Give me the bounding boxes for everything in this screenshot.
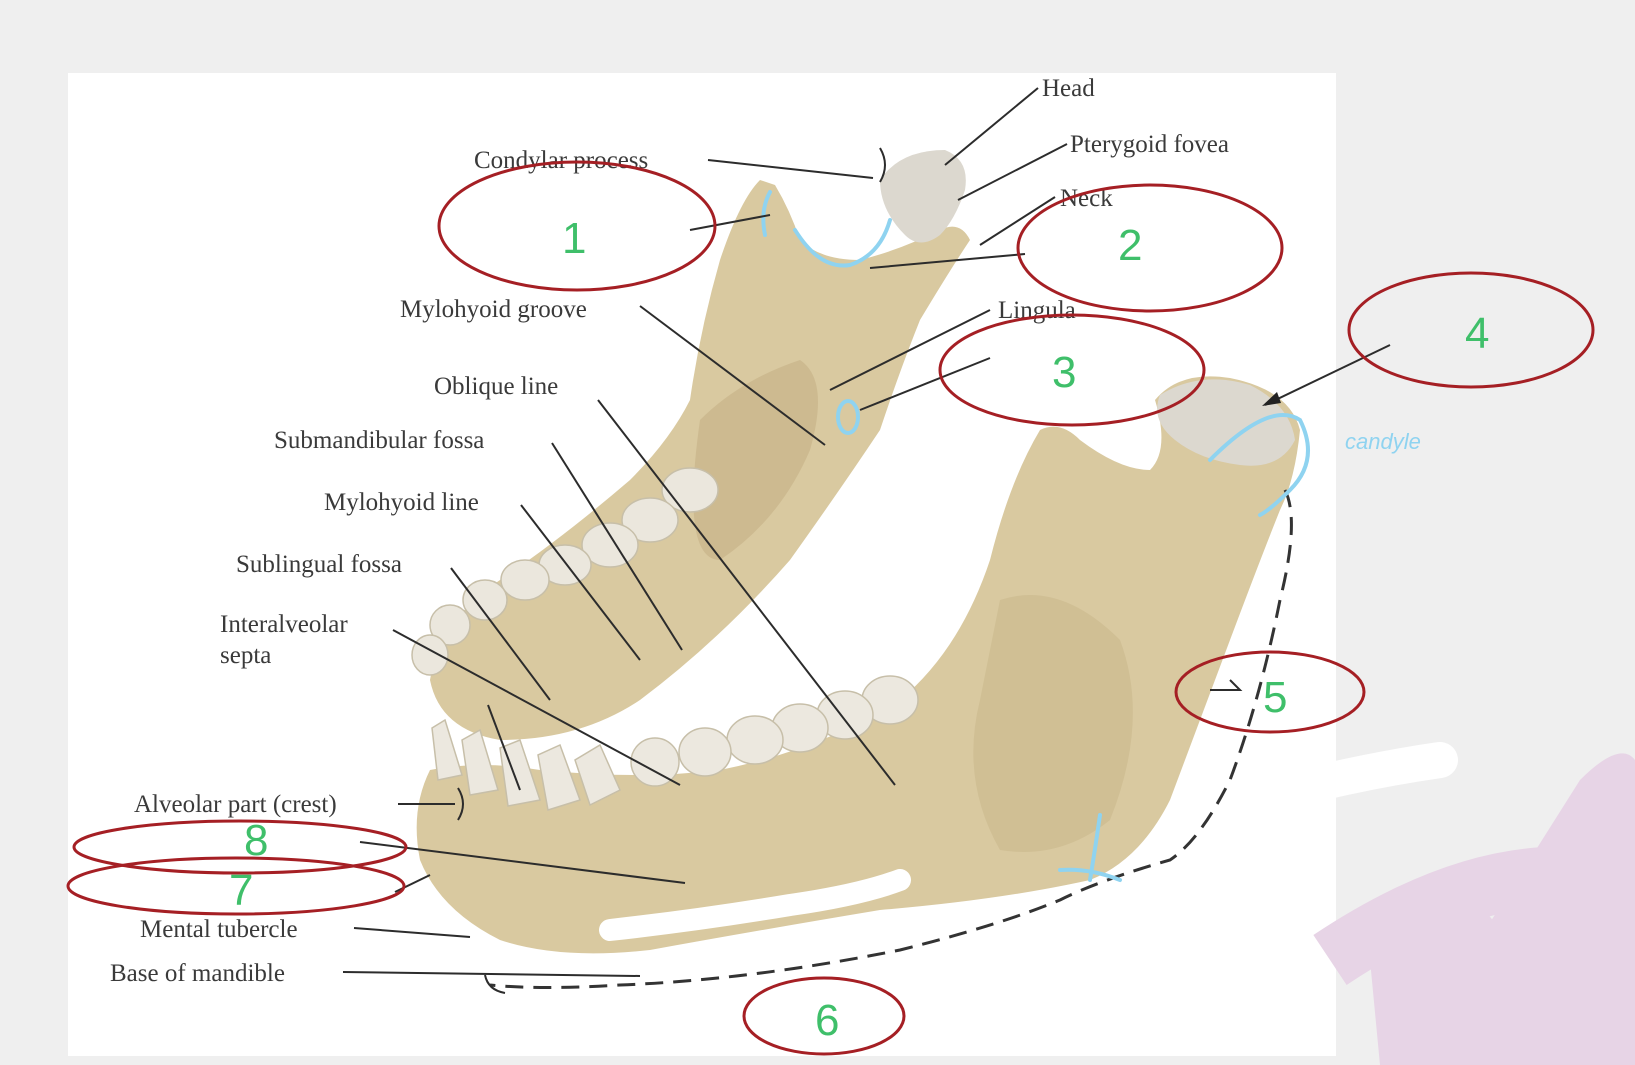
highlight-marks	[761, 190, 1310, 882]
ring-7	[66, 856, 406, 916]
note-candyle: candyle	[1345, 429, 1421, 454]
ring-4	[1347, 271, 1595, 389]
number-6: 6	[815, 996, 839, 1045]
label-head: Head	[1042, 75, 1095, 102]
ring-6	[742, 976, 906, 1056]
mandible-left-half	[430, 150, 970, 740]
number-8: 8	[244, 816, 268, 865]
number-1: 1	[562, 214, 586, 263]
number-4: 4	[1465, 309, 1489, 358]
number-5: 5	[1263, 673, 1287, 722]
handwritten-numbers: 1 2 3 4 5 6 7 8	[229, 214, 1489, 1045]
label-septa: septa	[220, 642, 271, 669]
white-erase-mark	[599, 869, 911, 941]
label-pterygoid-fovea: Pterygoid fovea	[1070, 131, 1229, 158]
ring-3	[938, 313, 1206, 427]
pink-marker-scribble	[1313, 753, 1635, 1065]
label-oblique-line: Oblique line	[434, 373, 558, 400]
ring-2	[1016, 183, 1284, 313]
number-3: 3	[1052, 348, 1076, 397]
label-interalveolar: Interalveolar	[220, 611, 348, 638]
lower-teeth-row	[431, 675, 919, 811]
eraser-streak	[1272, 742, 1458, 808]
upper-teeth-row	[411, 467, 719, 676]
number-7: 7	[229, 866, 253, 915]
label-alveolar-part: Alveolar part (crest)	[134, 791, 337, 818]
label-mylohyoid-groove: Mylohyoid groove	[400, 296, 587, 323]
label-mental-tubercle: Mental tubercle	[140, 916, 298, 943]
ring-8	[72, 819, 408, 875]
dashed-outline	[489, 489, 1293, 989]
ring-1	[437, 160, 717, 292]
diagram-labels: Head Pterygoid fovea Condylar process Ne…	[110, 75, 1229, 987]
number-2: 2	[1118, 221, 1142, 270]
label-submandibular-fossa: Submandibular fossa	[274, 427, 484, 454]
mandible-right-half	[416, 376, 1301, 954]
answer-rings	[66, 160, 1595, 1056]
ring-5	[1174, 650, 1366, 734]
leader-lines	[342, 87, 1391, 994]
label-lingula: Lingula	[998, 297, 1076, 324]
label-base-of-mandible: Base of mandible	[110, 960, 285, 987]
label-sublingual-fossa: Sublingual fossa	[236, 551, 402, 578]
label-mylohyoid-line: Mylohyoid line	[324, 489, 479, 516]
label-condylar-process: Condylar process	[474, 147, 648, 174]
